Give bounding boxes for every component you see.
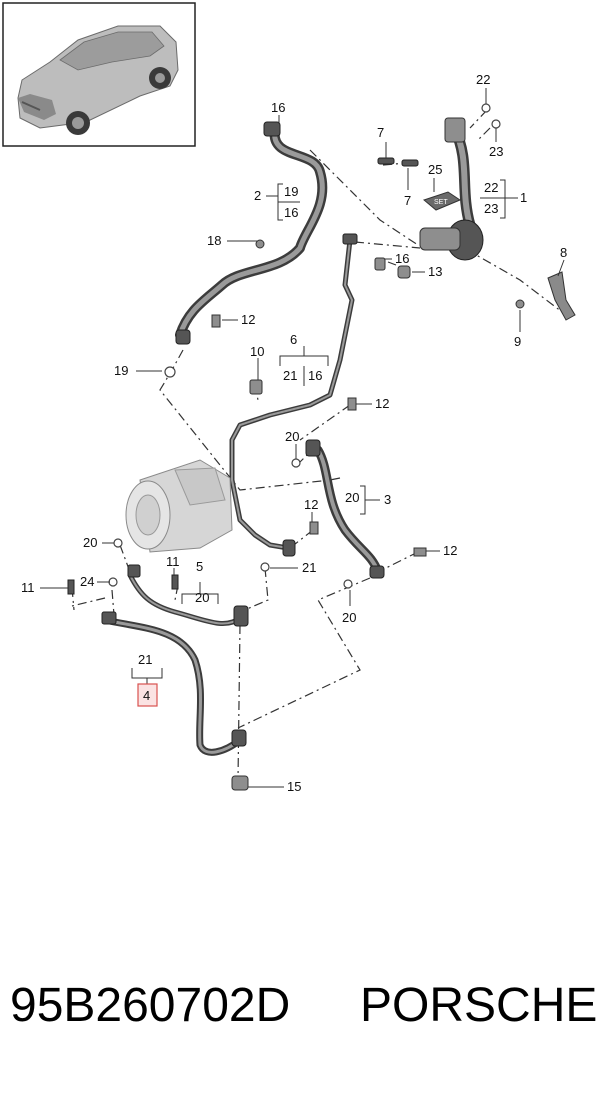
- connector-icon: [127, 564, 141, 578]
- connector-icon: [342, 233, 358, 245]
- bolt-icon: [171, 574, 179, 590]
- callout-12: 12: [304, 497, 318, 512]
- callout-5: 5: [196, 559, 203, 574]
- set-block-icon: SET: [422, 191, 462, 211]
- clamp-icon: [231, 775, 249, 791]
- connector-icon: [305, 439, 321, 457]
- hose-lines: [101, 124, 476, 756]
- callout-8: 8: [560, 245, 567, 260]
- callout-11: 11: [166, 554, 180, 569]
- callout-21: 21: [283, 368, 297, 383]
- o-ring-icon: [491, 119, 501, 129]
- callout-22: 22: [476, 72, 490, 87]
- o-ring-icon: [481, 103, 491, 113]
- callout-12: 12: [241, 312, 255, 327]
- callout-20: 20: [285, 429, 299, 444]
- screw-icon: [309, 521, 319, 535]
- vehicle-thumbnail: [2, 2, 196, 147]
- connector-icon: [175, 329, 191, 345]
- o-ring-icon: [113, 538, 123, 548]
- callout-19: 19: [284, 184, 298, 199]
- callout-21: 21: [138, 652, 152, 667]
- callout-15: 15: [287, 779, 301, 794]
- clip-icon: [397, 265, 411, 279]
- nut-icon: [515, 299, 525, 309]
- callout-13: 13: [428, 264, 442, 279]
- connector-icon: [231, 729, 247, 747]
- bolt-icon: [401, 159, 419, 167]
- o-ring-icon: [260, 562, 270, 572]
- part-number: 95B260702D: [10, 979, 291, 1032]
- connector-icon: [233, 605, 249, 627]
- callout-25: 25: [428, 162, 442, 177]
- clip-icon: [249, 379, 263, 395]
- callout-19: 19: [114, 363, 128, 378]
- valve-cap-icon: [374, 257, 386, 271]
- callout-20: 20: [83, 535, 97, 550]
- callout-6: 6: [290, 332, 297, 347]
- callout-16: 16: [395, 251, 409, 266]
- callout-18: 18: [207, 233, 221, 248]
- bolt-icon: [377, 157, 395, 165]
- screw-icon: [347, 397, 357, 411]
- callout-1: 1: [520, 190, 527, 205]
- callout-labels: 16 22 23 7 7 25 22 23 1 2 19 16 18 8 16 …: [21, 72, 567, 794]
- o-ring-icon: [291, 458, 301, 468]
- callout-20: 20: [345, 490, 359, 505]
- o-ring-icon: [164, 366, 176, 378]
- set-label: SET: [434, 199, 448, 206]
- callout-12: 12: [443, 543, 457, 558]
- connector-icon: [282, 539, 296, 557]
- o-ring-icon: [343, 579, 353, 589]
- callout-12: 12: [375, 396, 389, 411]
- screw-icon: [413, 547, 427, 557]
- callout-16: 16: [271, 100, 285, 115]
- callout-20: 20: [195, 590, 209, 605]
- callout-16: 16: [308, 368, 322, 383]
- callout-22: 22: [484, 180, 498, 195]
- car-icon: [17, 25, 179, 135]
- o-ring-icon: [108, 577, 118, 587]
- callout-7: 7: [404, 193, 411, 208]
- brand-name: PORSCHE: [360, 979, 598, 1032]
- fittings: SET: [67, 103, 576, 791]
- reference-brackets: [40, 88, 565, 788]
- callout-24: 24: [80, 574, 94, 589]
- callout-23: 23: [489, 144, 503, 159]
- compressor-icon: [125, 459, 233, 553]
- callout-16: 16: [284, 205, 298, 220]
- callout-4-highlighted: 4: [143, 688, 150, 703]
- connector-icon: [263, 121, 281, 137]
- highlight-box: [137, 683, 158, 707]
- screw-icon: [255, 239, 265, 249]
- callout-21: 21: [302, 560, 316, 575]
- connector-icon: [369, 565, 385, 579]
- callout-3: 3: [384, 492, 391, 507]
- callout-7: 7: [377, 125, 384, 140]
- screw-icon: [211, 314, 221, 328]
- receiver-dryer-icon: [419, 117, 484, 261]
- bracket-icon: [547, 271, 576, 321]
- connector-icon: [101, 611, 117, 625]
- callout-2: 2: [254, 188, 261, 203]
- callout-20: 20: [342, 610, 356, 625]
- callout-9: 9: [514, 334, 521, 349]
- footer: 95B260702D PORSCHE: [0, 978, 600, 1048]
- callout-11: 11: [21, 580, 35, 595]
- bolt-icon: [67, 579, 75, 595]
- callout-23: 23: [484, 201, 498, 216]
- callout-10: 10: [250, 344, 264, 359]
